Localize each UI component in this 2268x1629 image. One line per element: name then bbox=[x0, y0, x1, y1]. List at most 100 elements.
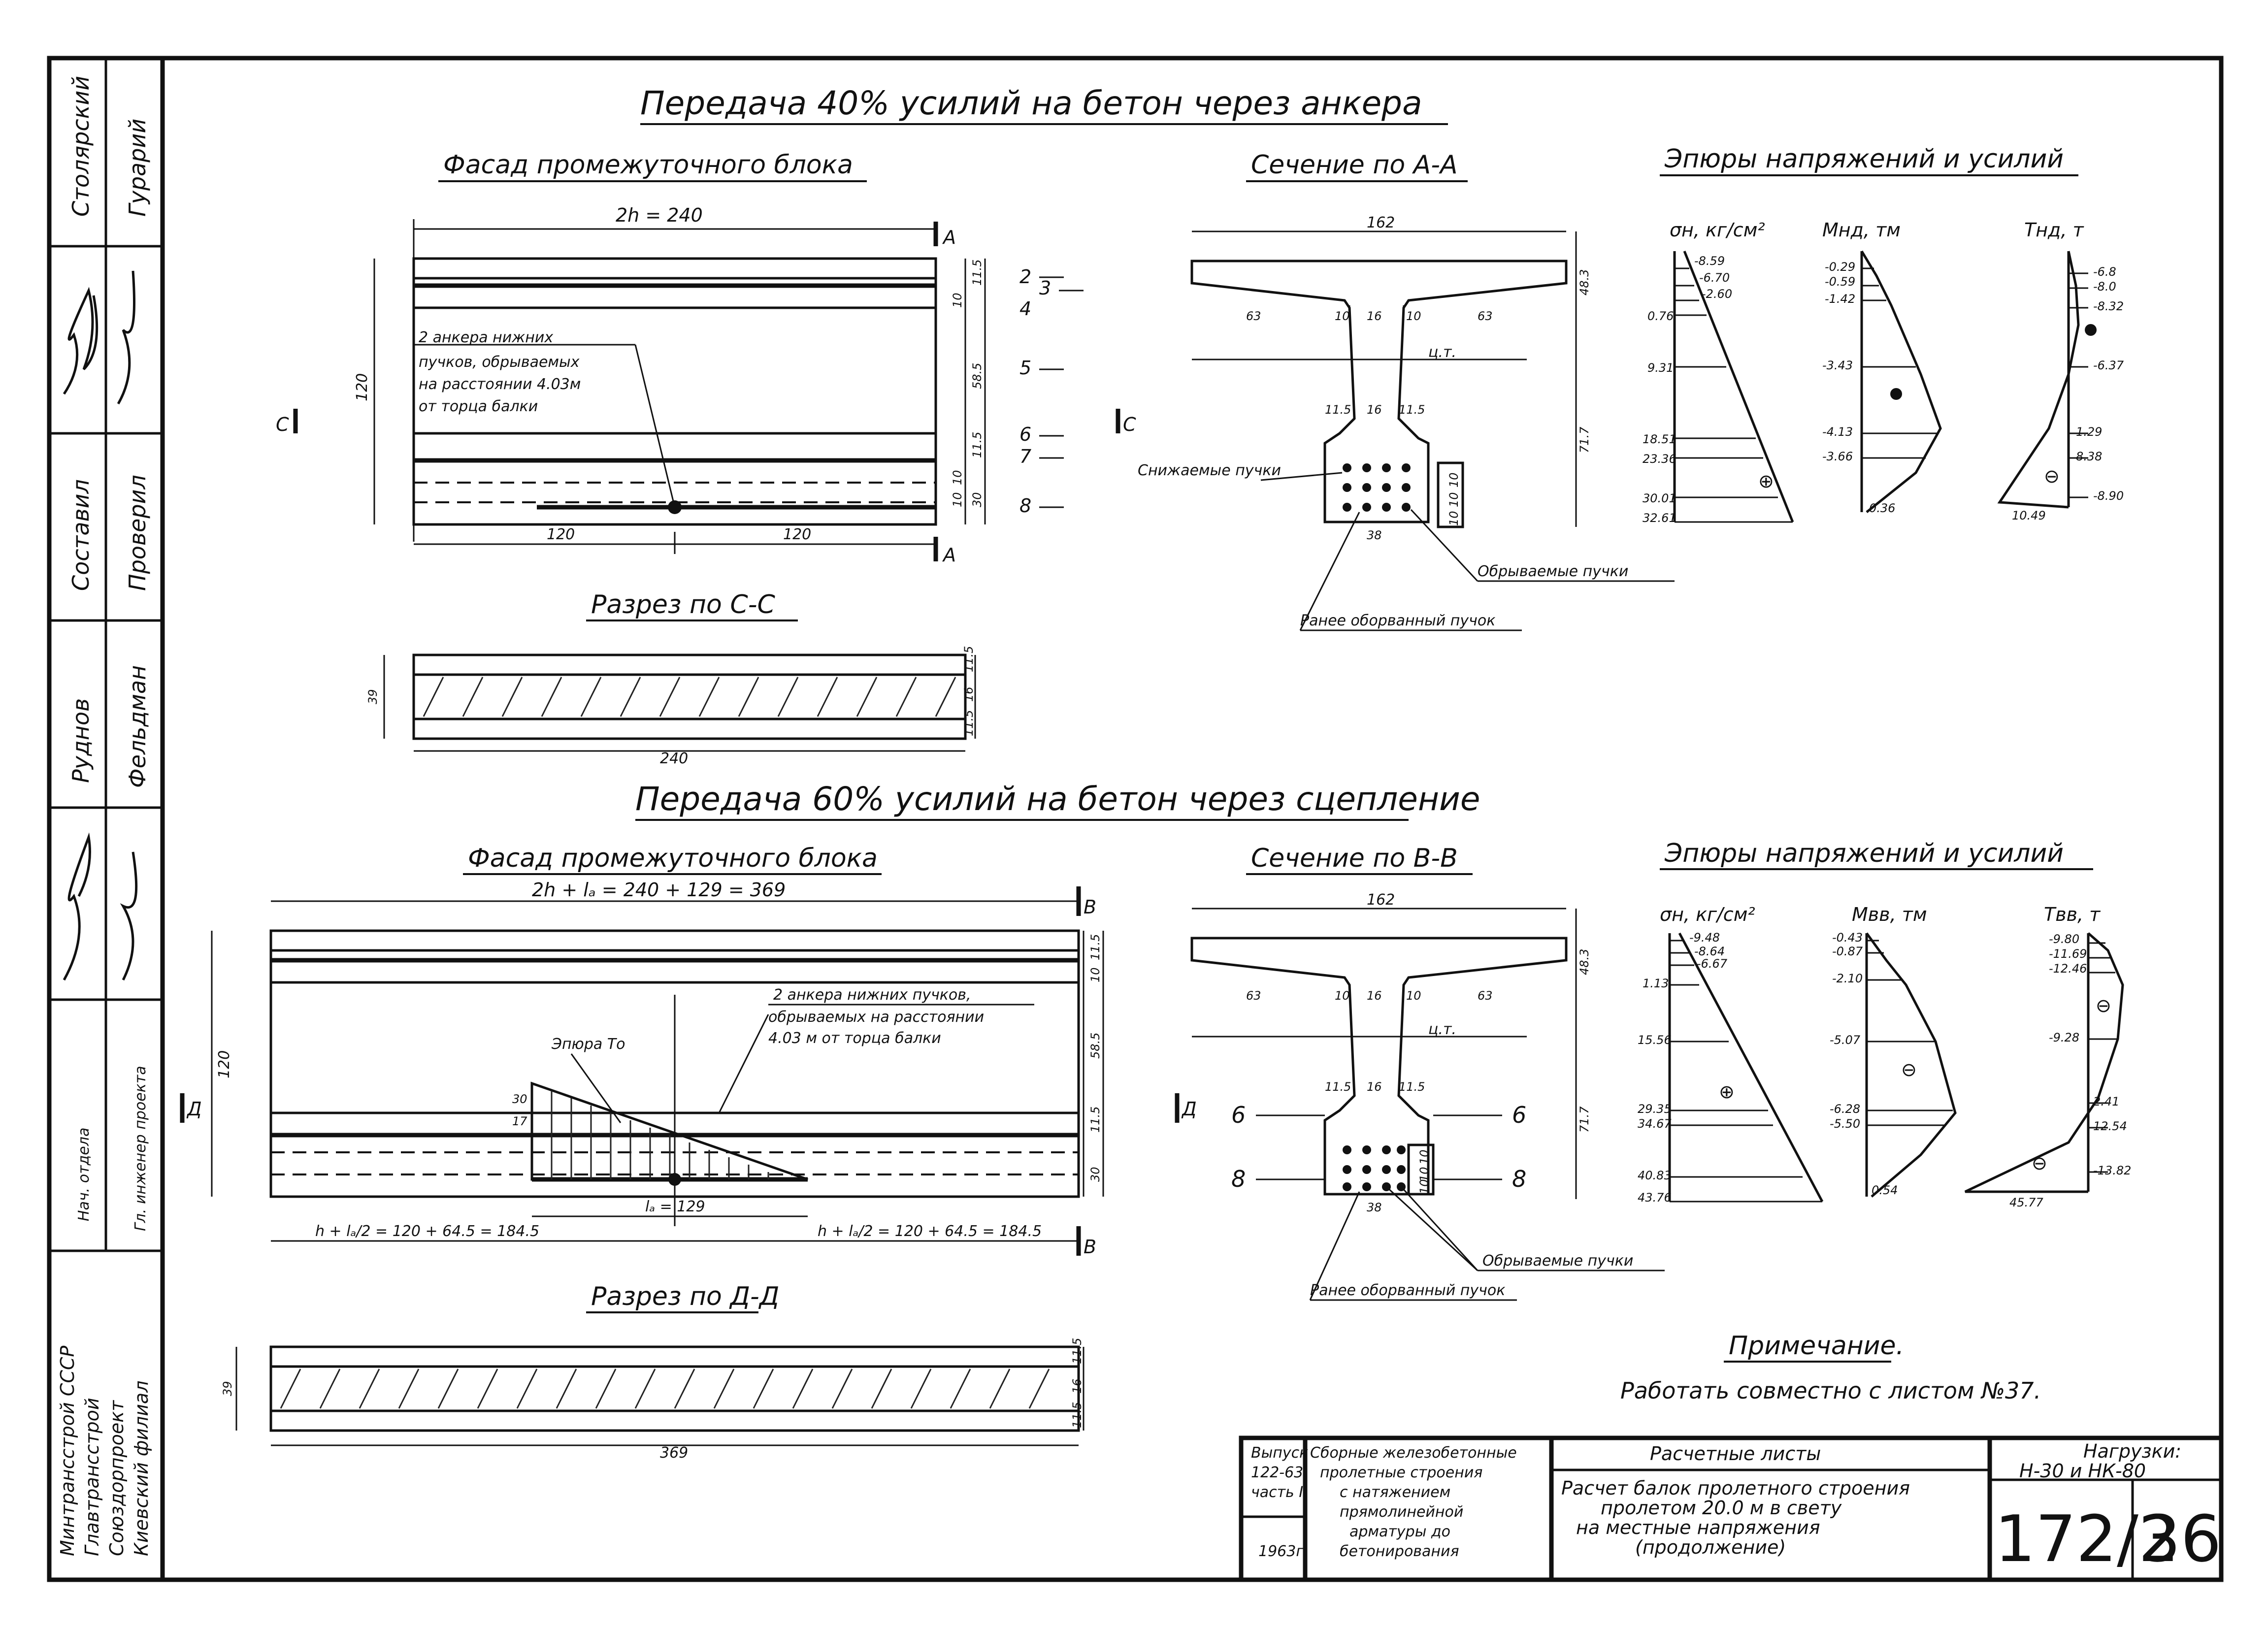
bottom-facade-cut-mark-right: Д bbox=[1181, 1098, 1197, 1120]
bottom-section-fdim-5: 63 bbox=[1478, 989, 1493, 1003]
tb-issue-1: Выпуск bbox=[1251, 1444, 1308, 1462]
top-cut-dim-1: 11.5 bbox=[962, 646, 976, 672]
bottom-cut-height: 39 bbox=[221, 1381, 234, 1396]
top-section-bottom-2: 10 bbox=[1447, 492, 1461, 507]
stamp-org-2: Главтрансстрой bbox=[81, 1398, 103, 1556]
bottom-stress-v2: -8.64 bbox=[1694, 945, 1725, 958]
bottom-section-label-previous: Ранее оборванный пучок bbox=[1310, 1282, 1505, 1299]
top-moment-v6: -3.66 bbox=[1822, 450, 1853, 463]
bottom-section-level-8-right: 8 bbox=[1512, 1166, 1526, 1192]
top-facade-level-6: 6 bbox=[1019, 424, 1031, 445]
bottom-moment-v4: -5.07 bbox=[1830, 1033, 1861, 1047]
bottom-section-tendons bbox=[1343, 1145, 1406, 1191]
bottom-facade-section-mark-bottom: В bbox=[1084, 1236, 1096, 1258]
top-facade-half-right: 120 bbox=[783, 526, 811, 543]
top-facade-rdim-1: 11.5 bbox=[970, 260, 984, 286]
stamp-name-gurary: Гурарий bbox=[124, 119, 151, 217]
bottom-facade-rdim-3: 58.5 bbox=[1088, 1033, 1102, 1059]
top-facade-top-dim: 2h = 240 bbox=[616, 204, 703, 226]
bottom-main-title: Передача 60% усилий на бетон через сцепл… bbox=[635, 780, 1480, 818]
top-facade-note-3: на расстоянии 4.03м bbox=[419, 376, 581, 393]
top-section-drawing: 162 63 10 16 10 63 48.3 71.7 ц.т. 11.5 1… bbox=[1138, 214, 1675, 631]
tb-series-3: с натяжением bbox=[1340, 1484, 1450, 1501]
top-shear-v1: -6.8 bbox=[2093, 265, 2116, 279]
bottom-cut-dim-3: 11.5 bbox=[1070, 1402, 1084, 1428]
bottom-stress-v5: 15.56 bbox=[1638, 1033, 1672, 1047]
top-diagram-shear-title: Tнд, т bbox=[2024, 219, 2084, 241]
bottom-epure-label: Эпюра Tо bbox=[551, 1036, 625, 1053]
bottom-section-bdim-1: 11.5 bbox=[1325, 1080, 1351, 1094]
bottom-stress-v8: 40.83 bbox=[1638, 1169, 1672, 1182]
bottom-shear-v8: 45.77 bbox=[2009, 1196, 2043, 1209]
top-facade-rdim-7: 30 bbox=[970, 492, 984, 507]
bottom-section-fdim-3: 16 bbox=[1367, 989, 1382, 1003]
top-shear-v8: 10.49 bbox=[2012, 509, 2046, 522]
bottom-section-hdim-1: 48.3 bbox=[1578, 949, 1591, 975]
bottom-shear-v4: -9.28 bbox=[2049, 1031, 2079, 1044]
bottom-diagram-shear-title: Tвв, т bbox=[2044, 904, 2101, 925]
top-facade-note-4: от торца балки bbox=[419, 398, 538, 415]
top-section-bdim-1: 11.5 bbox=[1325, 403, 1351, 417]
bottom-section-fdim-4: 10 bbox=[1406, 989, 1421, 1003]
stamp-role-compiled: Составил bbox=[67, 479, 94, 591]
top-diagrams: σн, кг/см² Mнд, тм Tнд, т -8.59 -6.70 -2… bbox=[1643, 219, 2124, 525]
bottom-section-bdim-3: 11.5 bbox=[1399, 1080, 1425, 1094]
title-block: Выпуск 122-63 часть II 1963г. Сборные же… bbox=[1239, 1435, 2224, 1582]
tb-series-1: Сборные железобетонные bbox=[1310, 1444, 1517, 1462]
bottom-moment-v2: -0.87 bbox=[1832, 945, 1863, 958]
top-facade-half-left: 120 bbox=[547, 526, 575, 543]
tb-issue-2: 122-63 bbox=[1251, 1464, 1303, 1481]
bottom-stress-v6: 29.35 bbox=[1638, 1102, 1672, 1116]
top-stress-sign: ⊕ bbox=[1758, 470, 1774, 492]
bottom-facade-rdim-2: 10 bbox=[1088, 967, 1102, 982]
tb-series-2: пролетные строения bbox=[1320, 1464, 1482, 1481]
bottom-cut-dim-2: 16 bbox=[1070, 1378, 1084, 1394]
bottom-moment-v5: -6.28 bbox=[1830, 1102, 1860, 1116]
top-stress-v5: 9.31 bbox=[1647, 361, 1674, 375]
top-cut-title: Разрез по С-С bbox=[591, 590, 775, 619]
top-facade-cut-mark-right: С bbox=[1123, 414, 1136, 435]
top-section-fdim-4: 10 bbox=[1406, 309, 1421, 323]
top-section-label-previous: Ранее оборванный пучок bbox=[1300, 612, 1495, 629]
top-facade-rdim-5: 10 bbox=[951, 470, 964, 485]
top-cut-dim-3: 11.5 bbox=[962, 710, 976, 736]
bottom-section-level-8-left: 8 bbox=[1231, 1166, 1246, 1192]
bottom-section-hdim-2: 71.7 bbox=[1578, 1106, 1591, 1133]
top-facade-section-mark-top: А bbox=[942, 227, 956, 248]
top-stress-v6: 18.51 bbox=[1643, 432, 1676, 446]
signature-3 bbox=[63, 832, 91, 981]
bottom-moment-sign: ⊖ bbox=[1901, 1059, 1917, 1080]
top-facade-height-dim: 120 bbox=[354, 373, 371, 401]
bottom-moment-v7: 0.54 bbox=[1872, 1183, 1898, 1197]
bottom-facade-rdim-1: 11.5 bbox=[1088, 934, 1102, 960]
bottom-facade-right-dim: h + lₐ/2 = 120 + 64.5 = 184.5 bbox=[818, 1223, 1042, 1240]
top-cut-height: 39 bbox=[366, 689, 380, 704]
tb-desc-2: пролетом 20.0 м в свету bbox=[1601, 1497, 1842, 1519]
top-moment-v1: -0.29 bbox=[1825, 260, 1855, 274]
bottom-section-bottom-width: 38 bbox=[1367, 1201, 1382, 1214]
bottom-facade-left-dim: h + lₐ/2 = 120 + 64.5 = 184.5 bbox=[315, 1223, 539, 1240]
tb-sheet-type: Расчетные листы bbox=[1650, 1443, 1821, 1465]
bottom-section-drawing: 162 63 10 16 10 63 48.3 71.7 ц.т. 11.5 1… bbox=[1190, 891, 1665, 1301]
outer-frame bbox=[47, 56, 2224, 1582]
bottom-moment-v6: -5.50 bbox=[1830, 1117, 1860, 1131]
top-cut-length: 240 bbox=[660, 750, 688, 767]
tb-desc-1: Расчет балок пролетного строения bbox=[1561, 1477, 1910, 1499]
signature-1 bbox=[63, 287, 99, 395]
bottom-facade-rdim-5: 30 bbox=[1088, 1167, 1102, 1182]
top-facade-rdim-6: 10 bbox=[951, 492, 964, 507]
bottom-facade-note-1: 2 анкера нижних пучков, bbox=[773, 986, 971, 1004]
top-shear-sign: ⊖ bbox=[2044, 465, 2060, 487]
bottom-section-label-cut: Обрываемые пучки bbox=[1482, 1252, 1633, 1270]
top-section-title: Сечение по А-А bbox=[1251, 150, 1458, 180]
top-section-bottom-1: 10 bbox=[1447, 472, 1461, 488]
bottom-diagram-stress-title: σн, кг/см² bbox=[1660, 904, 1755, 925]
top-stress-v7: 23.36 bbox=[1643, 452, 1676, 466]
top-main-title: Передача 40% усилий на бетон через анкер… bbox=[640, 84, 1422, 122]
top-facade-level-7: 7 bbox=[1019, 446, 1031, 467]
stamp-name-feldman: Фельдман bbox=[124, 665, 151, 788]
bottom-cut-dim-1: 11.5 bbox=[1070, 1338, 1084, 1364]
top-shear-v4: -6.37 bbox=[2093, 358, 2124, 372]
top-moment-v3: -1.42 bbox=[1825, 292, 1855, 306]
